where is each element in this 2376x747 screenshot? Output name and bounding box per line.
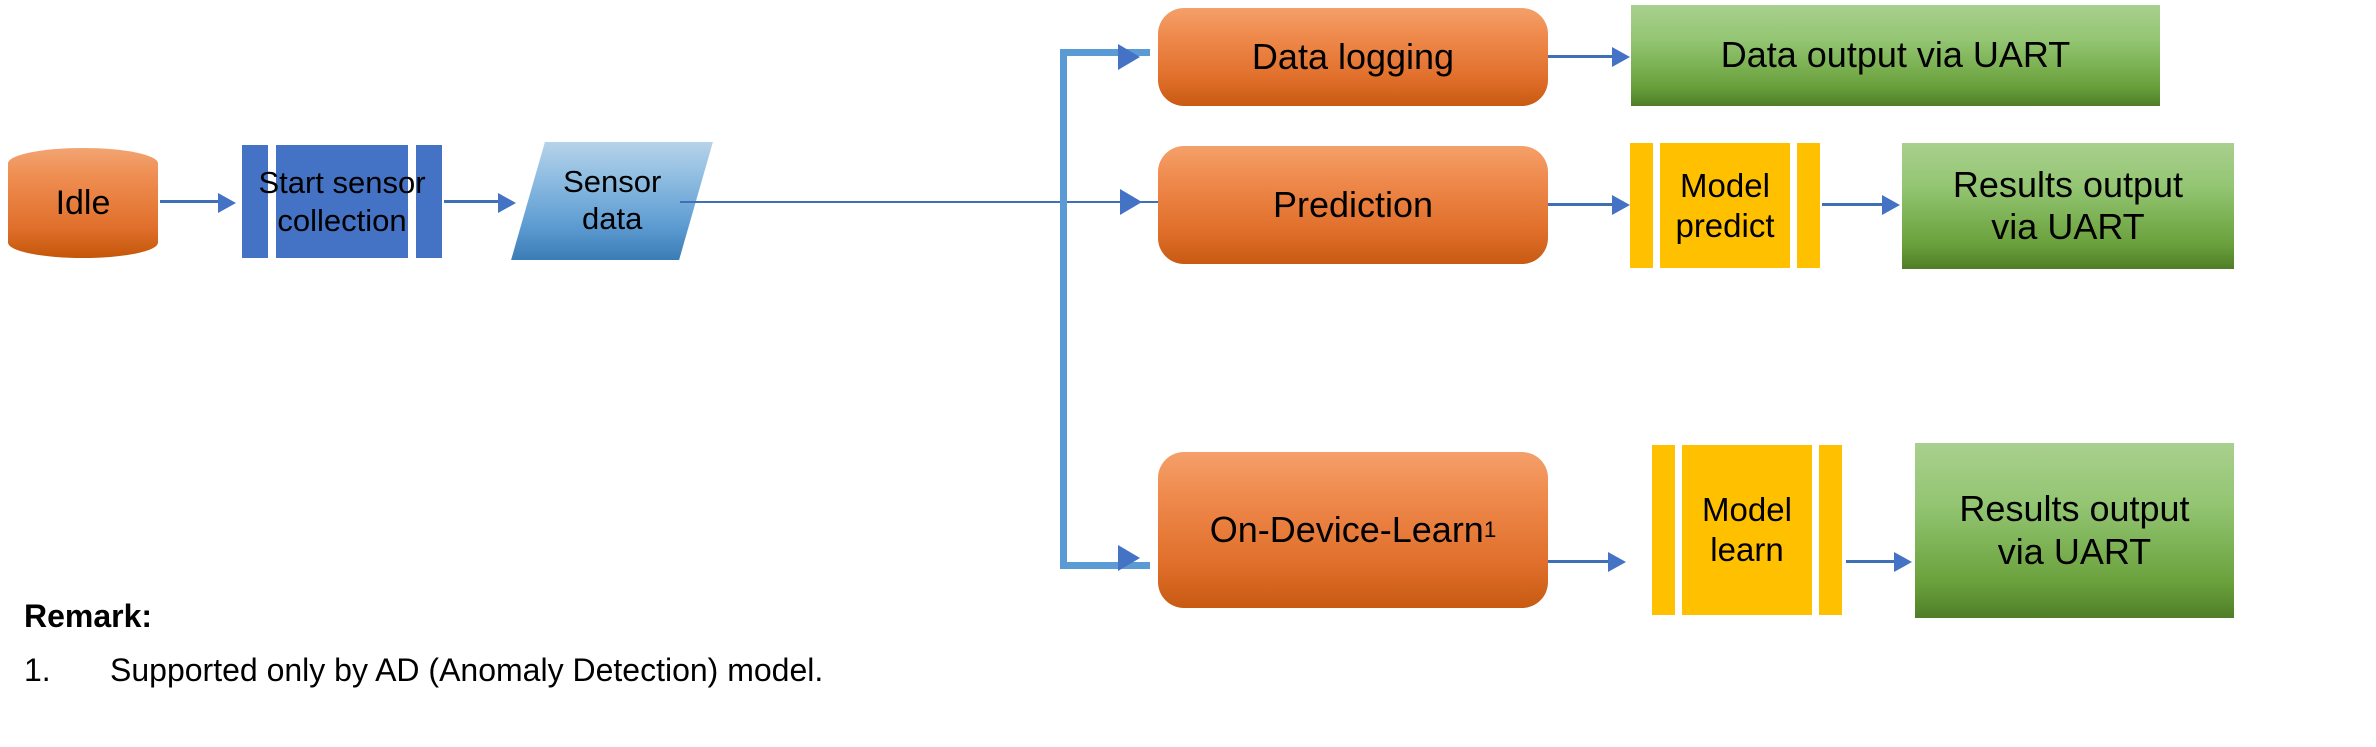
node-prediction-label: Prediction bbox=[1272, 183, 1434, 225]
node-idle-label: Idle bbox=[55, 183, 111, 222]
predefined-bar-right bbox=[1790, 143, 1797, 268]
branch-trunk-vertical bbox=[1060, 49, 1067, 569]
edge-idle-to-start-arrow bbox=[218, 193, 236, 213]
node-prediction[interactable]: Prediction bbox=[1158, 146, 1548, 264]
edge-model-learn-to-results-line bbox=[1846, 560, 1906, 563]
node-results-output-uart-predict[interactable]: Results output via UART bbox=[1902, 143, 2234, 269]
edge-model-predict-to-results-line bbox=[1822, 203, 1894, 206]
node-model-predict-label: Model predict bbox=[1675, 166, 1775, 244]
node-data-logging[interactable]: Data logging bbox=[1158, 8, 1548, 106]
edge-prediction-to-model-predict-line bbox=[1548, 203, 1624, 206]
node-model-learn-label: Model learn bbox=[1702, 491, 1792, 568]
predefined-bar-left bbox=[1675, 445, 1682, 615]
node-results-output-uart-learn[interactable]: Results output via UART bbox=[1915, 443, 2234, 618]
branch-top-horizontal bbox=[1060, 49, 1150, 56]
node-idle[interactable]: Idle bbox=[8, 148, 158, 258]
node-start-sensor-collection-label: Start sensor collection bbox=[258, 165, 426, 238]
predefined-bar-right bbox=[408, 145, 416, 258]
node-start-sensor-collection[interactable]: Start sensor collection bbox=[242, 145, 442, 258]
remark-heading: Remark: bbox=[24, 598, 153, 634]
edge-sensor-to-data-logging-arrow bbox=[1118, 44, 1140, 70]
edge-sensor-to-prediction-arrow bbox=[1120, 189, 1142, 215]
node-model-predict[interactable]: Model predict bbox=[1630, 143, 1820, 268]
node-on-device-learn-label: On-Device-Learn bbox=[1209, 508, 1484, 550]
branch-bottom-horizontal bbox=[1060, 562, 1150, 569]
node-sensor-data-label: Sensor data bbox=[562, 164, 662, 236]
edge-prediction-to-model-predict-arrow bbox=[1612, 195, 1630, 215]
predefined-bar-left bbox=[1653, 143, 1660, 268]
edge-sensor-to-prediction-line bbox=[680, 201, 1160, 203]
node-results-output-uart-learn-label: Results output via UART bbox=[1959, 488, 2190, 572]
edge-on-device-learn-to-model-learn-arrow bbox=[1608, 552, 1626, 572]
edge-data-logging-to-output-arrow bbox=[1612, 47, 1630, 67]
edge-data-logging-to-output-line bbox=[1548, 55, 1624, 58]
edge-start-to-sensor-arrow bbox=[498, 193, 516, 213]
node-model-learn-body bbox=[1652, 445, 1842, 615]
predefined-bar-right bbox=[1812, 445, 1819, 615]
node-data-logging-label: Data logging bbox=[1251, 35, 1455, 77]
node-results-output-uart-predict-label: Results output via UART bbox=[1952, 163, 2184, 247]
remark-item-text: Supported only by AD (Anomaly Detection)… bbox=[110, 652, 824, 688]
node-model-learn[interactable]: Model learn bbox=[1652, 445, 1842, 615]
predefined-bar-left bbox=[268, 145, 276, 258]
edge-start-to-sensor-line bbox=[444, 200, 500, 203]
node-data-output-uart[interactable]: Data output via UART bbox=[1631, 5, 2160, 106]
node-data-output-uart-label: Data output via UART bbox=[1720, 34, 2071, 76]
edge-sensor-to-on-device-learn-arrow bbox=[1118, 545, 1140, 571]
edge-model-learn-to-results-arrow bbox=[1894, 552, 1912, 572]
node-model-predict-body bbox=[1630, 143, 1820, 268]
edge-idle-to-start-line bbox=[160, 200, 220, 203]
edge-model-predict-to-results-arrow bbox=[1882, 195, 1900, 215]
remark-item-number: 1. bbox=[24, 652, 51, 688]
edge-on-device-learn-to-model-learn-line bbox=[1548, 560, 1620, 563]
